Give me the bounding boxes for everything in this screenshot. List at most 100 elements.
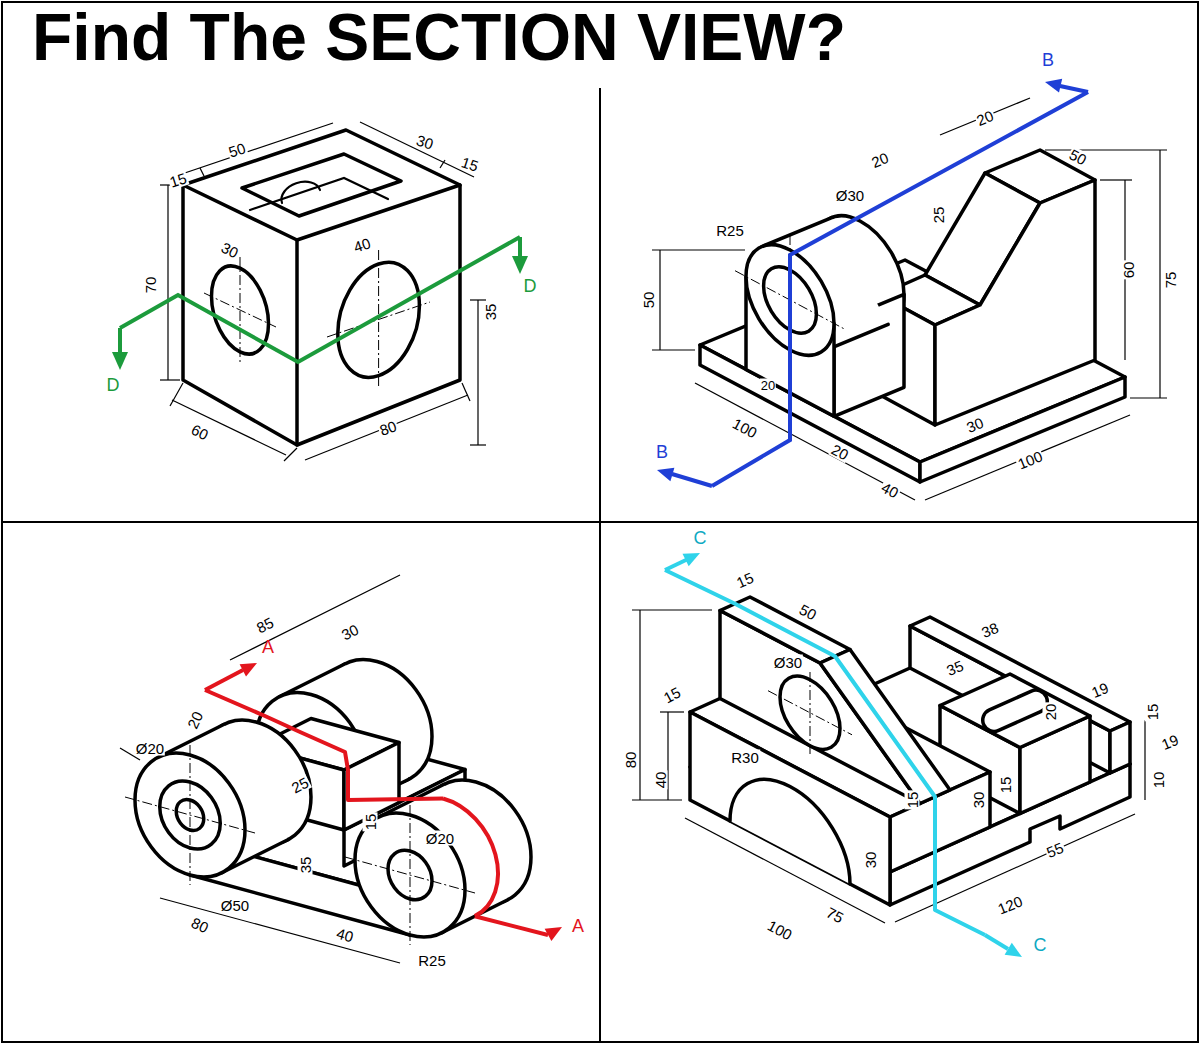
dimension-label: 15 bbox=[733, 569, 756, 590]
dimension-line bbox=[1100, 179, 1132, 180]
page-title: Find The SECTION VIEW? bbox=[32, 0, 846, 76]
dimension-label: 80 bbox=[188, 914, 211, 935]
section-letter: A bbox=[571, 917, 585, 935]
dimension-label: 100 bbox=[1015, 448, 1046, 472]
dimension-line bbox=[652, 98, 1167, 500]
section-line bbox=[672, 474, 712, 486]
support-block-part bbox=[690, 597, 1130, 905]
section-letter: C bbox=[693, 529, 708, 547]
dimension-label: 50 bbox=[641, 291, 656, 310]
dimension-line bbox=[470, 444, 486, 445]
dimension-label: 80 bbox=[623, 751, 638, 770]
dimension-label: Ø50 bbox=[220, 898, 250, 913]
section-letter: C bbox=[1033, 936, 1048, 954]
dimension-line bbox=[632, 610, 1145, 923]
dimension-line bbox=[470, 299, 486, 300]
section-letter: D bbox=[106, 376, 121, 394]
support-block-part bbox=[994, 701, 1036, 720]
support-block-part bbox=[994, 701, 1036, 720]
section-line bbox=[657, 468, 674, 481]
section-letter: A bbox=[261, 638, 275, 656]
frame bbox=[2, 521, 1198, 523]
cube-part bbox=[295, 240, 299, 445]
dimension-label: 50 bbox=[796, 601, 820, 623]
frame bbox=[599, 88, 601, 1042]
dimension-label: 20 bbox=[974, 108, 997, 129]
section-line bbox=[475, 916, 548, 935]
dimension-line bbox=[462, 383, 470, 401]
dimension-label: 20 bbox=[184, 708, 205, 731]
dimension-label: 30 bbox=[863, 851, 878, 870]
dimension-label: R25 bbox=[417, 953, 447, 968]
section-line bbox=[518, 237, 522, 258]
dimension-line bbox=[1130, 397, 1167, 398]
dimension-line bbox=[440, 160, 445, 168]
section-line bbox=[657, 79, 1088, 486]
dimension-line bbox=[659, 250, 660, 350]
dimension-label: 15 bbox=[363, 813, 378, 832]
dimension-label: 40 bbox=[653, 771, 668, 790]
section-letter: D bbox=[523, 277, 538, 295]
dimension-line bbox=[667, 712, 668, 800]
dimension-label: 20 bbox=[760, 379, 776, 392]
dimension-label: 20 bbox=[1043, 703, 1058, 722]
dimension-line bbox=[652, 249, 745, 250]
dimension-line bbox=[230, 575, 400, 660]
dimension-line bbox=[895, 814, 1135, 922]
dimension-line bbox=[160, 122, 486, 461]
section-line bbox=[120, 237, 520, 362]
dimension-line bbox=[160, 898, 400, 963]
dimension-label: 55 bbox=[1044, 840, 1067, 861]
dimension-label: 75 bbox=[823, 904, 847, 926]
dimension-label: 20 bbox=[869, 150, 892, 171]
dimension-label: Ø30 bbox=[773, 655, 803, 670]
dimension-line bbox=[1159, 150, 1160, 398]
dimension-line bbox=[120, 575, 400, 963]
section-line bbox=[205, 690, 443, 800]
section-letter: B bbox=[655, 443, 669, 461]
dimension-line bbox=[172, 400, 286, 455]
section-line bbox=[1005, 943, 1022, 957]
dimension-label: 35 bbox=[483, 303, 498, 322]
support-block-part bbox=[780, 664, 840, 762]
dimension-label: 19 bbox=[1089, 680, 1112, 701]
section-line bbox=[512, 256, 528, 274]
dimension-line bbox=[652, 349, 695, 350]
bearing-bracket-part bbox=[700, 150, 1125, 482]
dimension-label: R30 bbox=[730, 750, 760, 765]
dimension-line bbox=[477, 300, 478, 445]
cube-part bbox=[242, 154, 401, 216]
dimension-label: 15 bbox=[1145, 703, 1160, 722]
dimension-line bbox=[160, 379, 180, 380]
dimension-label: 35 bbox=[298, 856, 313, 875]
support-block-part bbox=[940, 674, 1090, 748]
dimension-line bbox=[632, 609, 712, 610]
cube-part bbox=[183, 130, 460, 445]
section-line bbox=[665, 553, 1022, 957]
dimension-label: 15 bbox=[660, 684, 684, 706]
dimension-line bbox=[305, 395, 468, 460]
dimension-label: 85 bbox=[253, 614, 276, 636]
section-line bbox=[1060, 86, 1088, 92]
cube-part bbox=[183, 130, 460, 445]
dimension-label: 10 bbox=[1151, 771, 1166, 790]
dimension-label: 120 bbox=[995, 893, 1026, 917]
dimension-label: 15 bbox=[998, 776, 1013, 795]
dimension-line bbox=[170, 383, 183, 406]
section-line bbox=[118, 328, 122, 356]
support-block-part bbox=[730, 755, 850, 884]
dimension-label: 38 bbox=[979, 620, 1002, 641]
dimension-label: Ø20 bbox=[135, 741, 165, 756]
dimension-label: Ø30 bbox=[835, 188, 865, 203]
dimension-label: R25 bbox=[715, 223, 745, 238]
dimension-line bbox=[284, 448, 297, 461]
support-block-part bbox=[730, 755, 850, 884]
dimension-label: 25 bbox=[931, 206, 946, 225]
dimension-label: 19 bbox=[1159, 732, 1182, 753]
dimension-label: 100 bbox=[765, 917, 796, 943]
dimension-label: 15 bbox=[905, 791, 920, 810]
dimension-line bbox=[1144, 720, 1145, 800]
cube-part bbox=[240, 257, 241, 362]
cube-part bbox=[250, 178, 388, 210]
